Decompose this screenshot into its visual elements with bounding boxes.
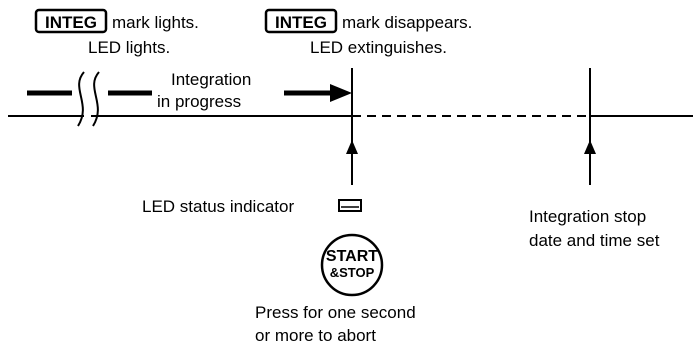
- integ-start-label: INTEG: [45, 13, 97, 32]
- integ-stop-text: mark disappears.: [342, 13, 472, 32]
- led-lights-text: LED lights.: [88, 38, 170, 57]
- progress-line-2: in progress: [157, 92, 241, 111]
- start-stop-button-icon[interactable]: [320, 233, 384, 297]
- abort-caption-line-1: Press for one second: [255, 303, 416, 322]
- integ-stop-box: [264, 8, 338, 34]
- abort-up-arrow-icon: [346, 140, 358, 154]
- start-stop-button[interactable]: START &STOP: [320, 233, 384, 297]
- integ-start-text: mark lights.: [112, 13, 199, 32]
- button-label-stop: &STOP: [330, 265, 375, 280]
- progress-line-1: Integration: [171, 70, 251, 89]
- stop-time-caption-line-2: date and time set: [529, 231, 660, 250]
- led-rectangle-icon: [338, 199, 362, 212]
- break-mark-right-icon: [92, 71, 100, 127]
- led-indicator-label: LED status indicator: [142, 197, 294, 216]
- button-label-start: START: [326, 248, 378, 265]
- stop-time-up-arrow-icon: [584, 140, 596, 154]
- integ-stop-label: INTEG: [275, 13, 327, 32]
- led-extinguishes-text: LED extinguishes.: [310, 38, 447, 57]
- break-mark-left-icon: [77, 71, 85, 127]
- abort-caption-line-2: or more to abort: [255, 326, 376, 345]
- integ-start-box: [34, 8, 108, 34]
- stop-time-caption-line-1: Integration stop: [529, 207, 646, 226]
- progress-arrowhead-icon: [330, 84, 352, 102]
